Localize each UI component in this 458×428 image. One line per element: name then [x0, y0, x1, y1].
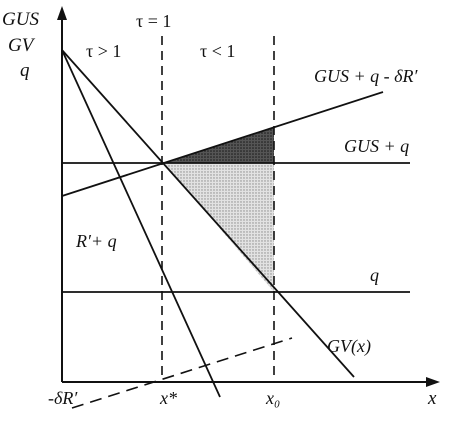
r-prime-q-line	[61, 49, 221, 398]
neg-delta-r-label: -δR′	[48, 388, 78, 408]
x-star-label: x*	[159, 388, 177, 408]
gv-line	[61, 49, 355, 378]
tau-equal-label: τ = 1	[136, 11, 171, 31]
gus-q-minus-label: GUS + q - δR′	[314, 66, 419, 86]
y-axis-label-q: q	[20, 60, 30, 81]
y-axis-label-gus: GUS	[2, 9, 39, 30]
gus-q-label: GUS + q	[344, 136, 409, 156]
y-axis-arrowhead	[57, 6, 67, 20]
gv-label: GV(x)	[327, 336, 371, 357]
gus-q-minus-line	[61, 91, 384, 197]
tau-less-label: τ < 1	[200, 41, 235, 61]
y-axis-label-gv: GV	[8, 35, 36, 56]
x0-label: x₀	[265, 388, 280, 408]
r-prime-q-label: R′+ q	[75, 231, 117, 251]
x-axis-arrowhead	[426, 377, 440, 387]
x-axis-label: x	[427, 388, 437, 409]
q-label: q	[370, 265, 379, 285]
tau-greater-label: τ > 1	[86, 41, 121, 61]
neg-delta-r-dashed-line	[71, 337, 293, 409]
